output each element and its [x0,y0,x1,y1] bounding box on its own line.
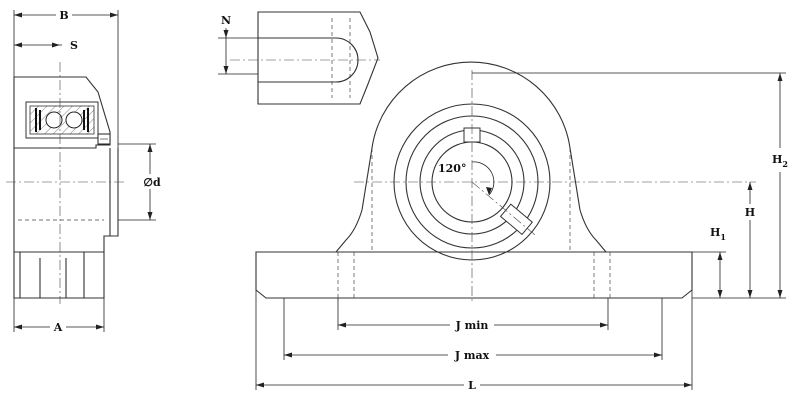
label-H2: H2 [772,153,788,169]
label-H: H [745,206,755,219]
label-angle: 120° [438,162,466,175]
label-Jmin: J min [455,319,489,332]
slot-hidden-lines [331,18,351,98]
slot-body-outline [257,11,379,105]
angle-arc [471,161,495,196]
front-housing-outline [335,61,607,253]
label-B: B [59,9,68,22]
seal-right [83,108,89,132]
side-lower-step [104,148,119,237]
label-d: ∅d [143,176,161,189]
side-upper-outline [13,76,111,149]
front-view: 120° H2 H H1 J min [255,61,792,392]
slot-top-view: N [218,11,380,105]
label-N: N [221,14,231,27]
label-L: L [468,379,476,392]
bearing-ball-left [45,111,63,129]
front-base-outline [255,251,693,299]
label-Jmax: J max [454,349,490,362]
label-S: S [70,39,78,52]
side-foot-left [19,252,85,298]
bearing-ball-right [65,111,83,129]
side-lower-outline [13,148,111,299]
label-A: A [53,321,63,334]
label-H1: H1 [710,226,726,242]
bolt-pocket-right [593,252,611,298]
bolt-pocket-left [337,252,355,298]
side-section-view: B S ∅d A [6,7,166,334]
seal-left [35,108,41,132]
